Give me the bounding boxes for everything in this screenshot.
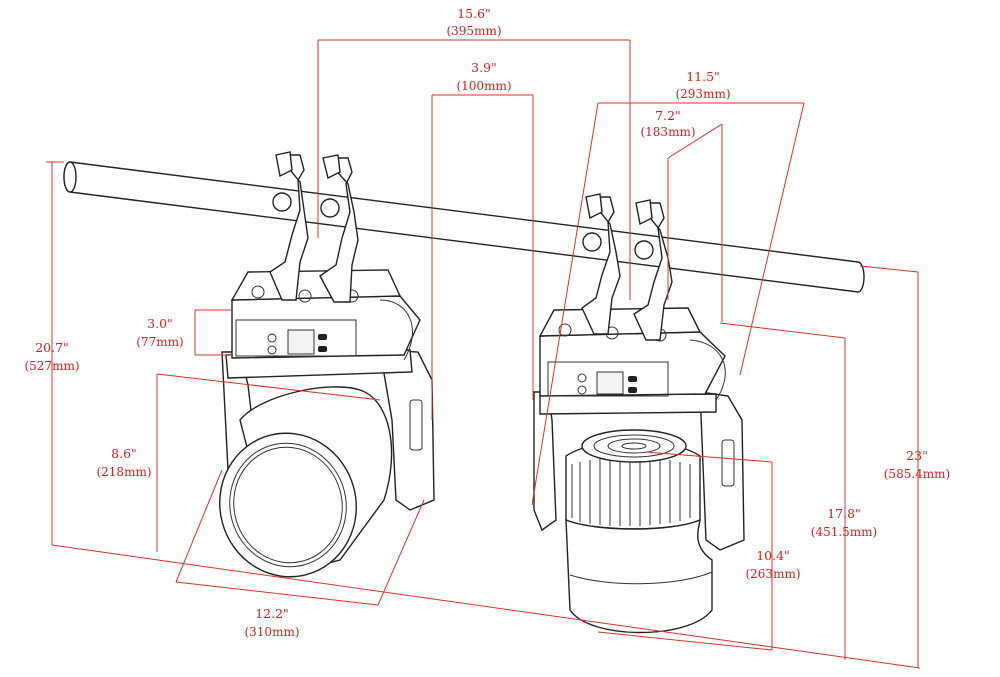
dim-head-height-mm: (218mm)	[96, 465, 151, 479]
dim-base-height-mm: (77mm)	[136, 335, 183, 349]
dim-total-height-left-in: 20.7"	[35, 340, 69, 355]
left-fixture-head	[219, 349, 435, 578]
dim-depth-mm: (293mm)	[675, 87, 730, 101]
right-clamps	[581, 193, 673, 341]
dim-head-width-mm: (310mm)	[244, 625, 299, 639]
dim-clamp-spacing-in: 3.9"	[471, 60, 497, 75]
dim-base-depth-mm: (183mm)	[640, 125, 695, 139]
dim-overall-width-in: 15.6"	[457, 6, 491, 21]
right-fixture-head	[533, 391, 745, 634]
dim-base-depth-in: 7.2"	[655, 108, 681, 123]
dim-yoke-height-mm: (451.5mm)	[811, 525, 877, 539]
dim-total-height-right-mm: (585.4mm)	[884, 467, 950, 481]
dim-yoke-height-in: 17.8"	[827, 506, 861, 521]
dim-clamp-spacing-mm: (100mm)	[456, 79, 511, 93]
dimension-labels: 15.6" (395mm) 3.9" (100mm) 11.5" (293mm)…	[24, 6, 950, 639]
dim-base-height-in: 3.0"	[147, 316, 173, 331]
dim-head-height-in: 8.6"	[111, 446, 137, 461]
dim-total-height-left-mm: (527mm)	[24, 359, 79, 373]
dimension-lines	[46, 39, 921, 669]
lcd-display	[287, 329, 315, 355]
lcd-display	[596, 371, 624, 395]
right-fixture-base	[538, 307, 726, 401]
dim-head-width-in: 12.2"	[255, 606, 289, 621]
dim-head-length-mm: (263mm)	[745, 567, 800, 581]
left-clamps	[269, 151, 359, 303]
dim-depth-in: 11.5"	[686, 69, 720, 84]
truss-pipe	[63, 161, 865, 293]
dim-head-length-in: 10.4"	[756, 548, 790, 563]
dim-total-height-right-in: 23"	[906, 448, 928, 463]
dim-overall-width-mm: (395mm)	[446, 24, 501, 38]
